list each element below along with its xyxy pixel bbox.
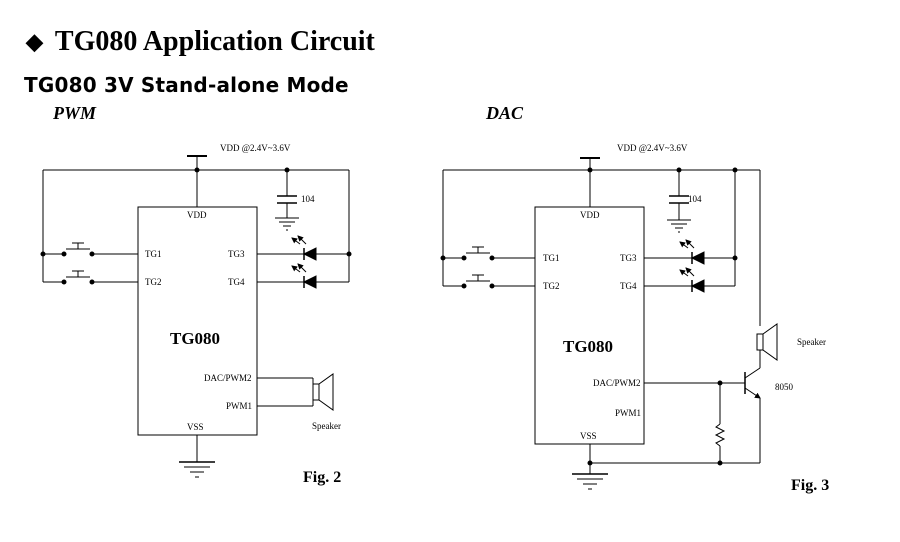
fig3-pin-tg1: TG1 [543,253,560,263]
fig3-transistor-label: 8050 [775,382,794,392]
section-subtitle: TG080 3V Stand-alone Mode [24,73,349,97]
fig3-cap-label: 104 [688,194,702,204]
fig3-pin-dac: DAC/PWM2 [593,378,641,388]
fig3-pin-tg2: TG2 [543,281,560,291]
fig2-cap-label: 104 [301,194,315,204]
fig2-pin-tg2: TG2 [145,277,162,287]
fig3-caption: Fig. 3 [791,477,829,494]
fig3-pin-vss: VSS [580,431,597,441]
fig2-mode-label: PWM [53,103,97,123]
fig2-pin-tg1: TG1 [145,249,162,259]
fig3-speaker-label: Speaker [797,337,826,347]
fig3-pin-tg3: TG3 [620,253,637,263]
fig2-pin-vss: VSS [187,422,204,432]
page-title-text: TG080 Application Circuit [54,26,375,57]
fig2-speaker-label: Speaker [312,421,341,431]
fig3-pin-pwm1: PWM1 [615,408,641,418]
fig3-pin-vdd: VDD [580,210,600,220]
fig2-pin-tg4: TG4 [228,277,245,287]
diamond-bullet-icon: ◆ [26,29,43,54]
fig2-circuit [40,155,352,478]
fig2-pin-pwm1: PWM1 [226,401,252,411]
fig3-circuit [440,157,778,490]
fig2-vdd-label: VDD @2.4V~3.6V [220,143,291,153]
fig2-pin-tg3: TG3 [228,249,245,259]
fig2-chip-name: TG080 [170,329,220,348]
fig3-mode-label: DAC [486,103,524,123]
fig3-pin-tg4: TG4 [620,281,637,291]
fig2-caption: Fig. 2 [303,469,341,486]
fig3-labels: VDD @2.4V~3.6V 104 VDD TG1 TG2 TG3 TG4 T… [543,143,829,494]
fig3-vdd-label: VDD @2.4V~3.6V [617,143,688,153]
page-title: ◆ TG080 Application Circuit [26,26,375,58]
fig2-pin-vdd: VDD [187,210,207,220]
fig2-pin-dac: DAC/PWM2 [204,373,252,383]
fig3-chip-name: TG080 [563,337,613,356]
fig2-labels: VDD @2.4V~3.6V 104 VDD TG1 TG2 TG3 TG4 T… [145,143,341,486]
